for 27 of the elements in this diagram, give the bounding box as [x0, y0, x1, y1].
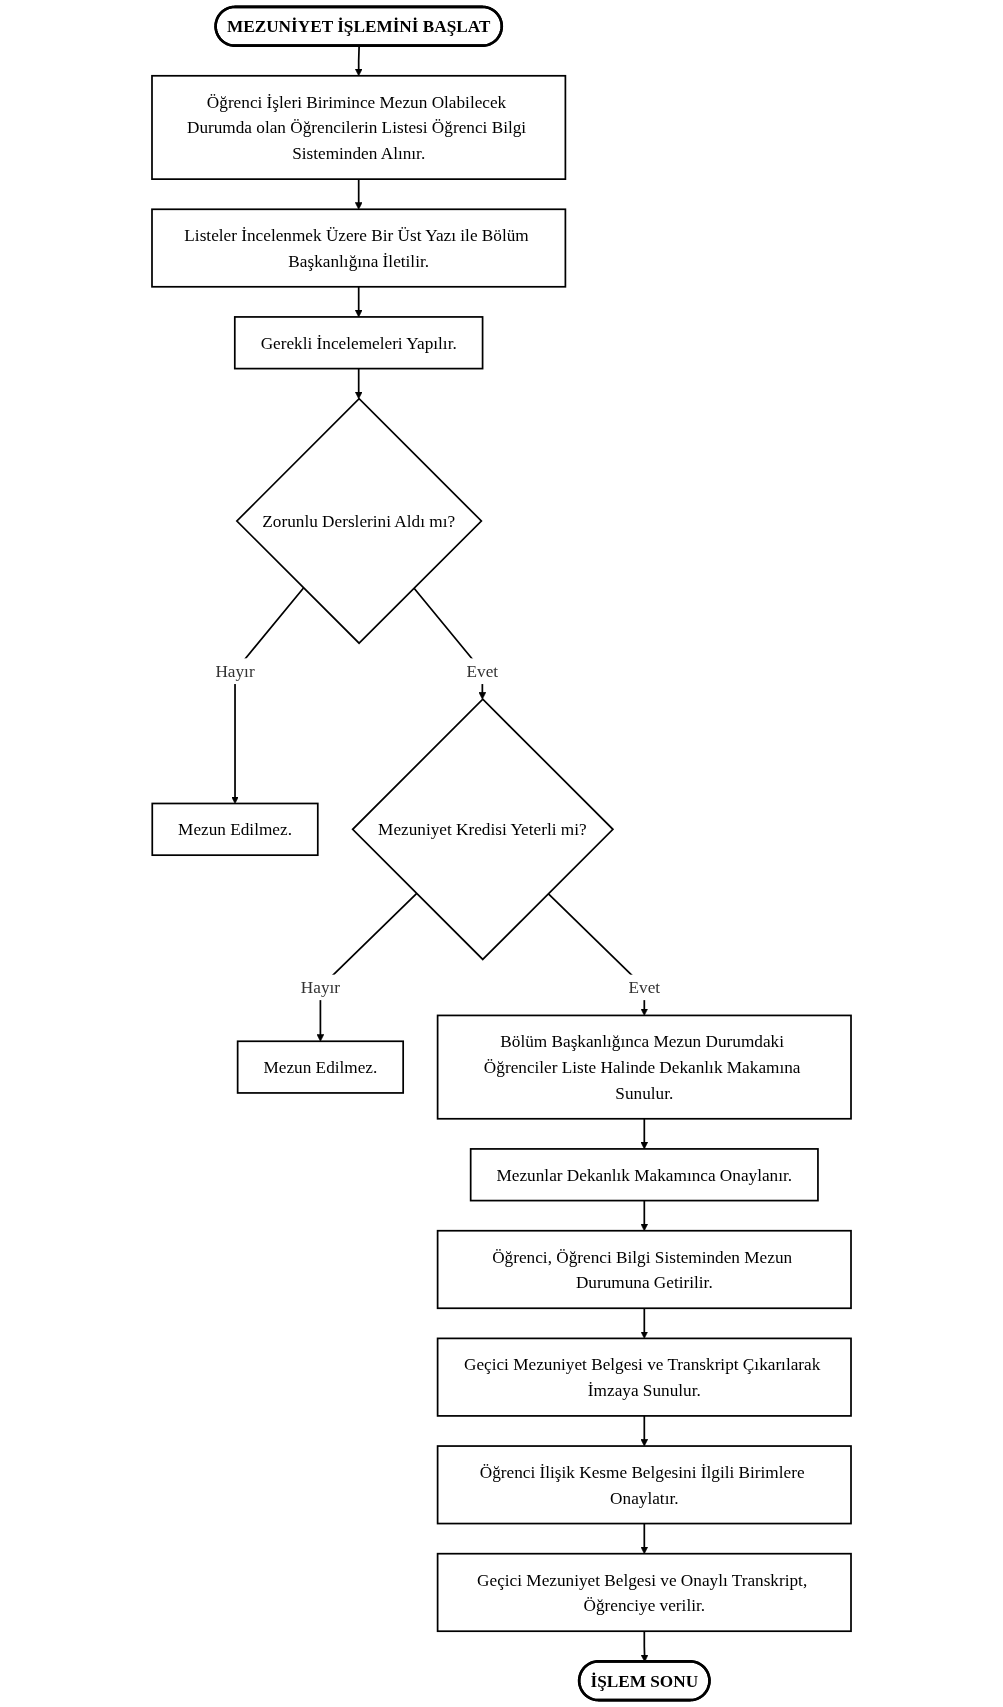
- arrow: [231, 587, 305, 804]
- arrow: [354, 367, 363, 400]
- node-diamond: Zorunlu Derslerini Aldı mı?: [235, 397, 483, 645]
- arrow: [640, 1522, 649, 1555]
- node-box: Mezun Edilmez.: [236, 1040, 405, 1094]
- edge-label: Hayır: [215, 661, 255, 681]
- node-box: Öğrenci İlişik Kesme Belgesini İlgili Birimlere Onaylatır.: [436, 1445, 852, 1525]
- arrow: [640, 1199, 649, 1232]
- node-box: Mezunlar Dekanlık Makamınca Onaylanır.: [469, 1148, 819, 1202]
- arrow: [354, 178, 363, 210]
- node-box: Geçici Mezuniyet Belgesi ve Transkript Çıkarılarak İmzaya Sunulur.: [436, 1337, 852, 1417]
- node-box: Gerekli İncelemeleri Yapılır.: [233, 316, 484, 370]
- arrow: [640, 1307, 649, 1339]
- node-box: Öğrenci, Öğrenci Bilgi Sisteminden Mezun Durumuna Getirilir.: [436, 1229, 852, 1310]
- arrow: [640, 1415, 649, 1447]
- edge-label: Hayır: [300, 977, 341, 997]
- arrow: [354, 45, 363, 77]
- node-box: Öğrenci İşleri Birimince Mezun Olabilecek Durumda olan Öğrencilerin Listesi Öğrenci Bilgi Sisteminden Alınır.: [151, 74, 567, 180]
- arrow: [354, 285, 363, 318]
- node-box: Mezun Edilmez.: [151, 802, 319, 856]
- edge-label: Evet: [628, 977, 661, 997]
- node-box: Listeler İncelenmek Üzere Bir Üst Yazı ile Bölüm Başkanlığına İletilir.: [151, 208, 567, 288]
- node-box: Bölüm Başkanlığınca Mezun Durumdaki Öğrenciler Liste Halinde Dekanlık Makamına Sunulur.: [436, 1014, 852, 1120]
- arrow: [640, 1117, 649, 1150]
- node-box: Geçici Mezuniyet Belgesi ve Onaylı Transkript, Öğrenciye verilir.: [436, 1552, 852, 1633]
- edge-label: Evet: [466, 661, 499, 681]
- node-diamond: Mezuniyet Kredisi Yeterli mi?: [351, 698, 615, 961]
